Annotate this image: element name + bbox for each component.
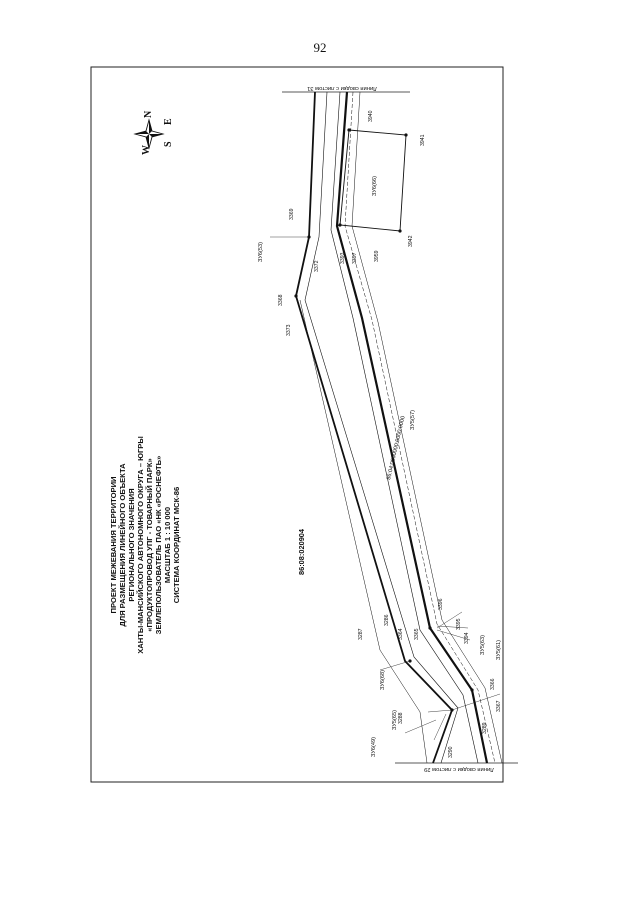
point-3289: 3289 bbox=[482, 722, 488, 734]
compass-east: E bbox=[163, 118, 174, 125]
boundary-thin-2 bbox=[330, 91, 479, 764]
zone-label-zu53: ЗУ6(53) bbox=[258, 242, 264, 262]
point-3393: 3393 bbox=[340, 252, 346, 264]
corridor-lines bbox=[295, 91, 503, 764]
point-3290: 3290 bbox=[448, 746, 454, 758]
point-3396: 3396 bbox=[438, 598, 444, 610]
match-line-top-label: Линия сводки с листом 31 bbox=[307, 85, 377, 91]
boundary-thin-5 bbox=[299, 299, 428, 764]
boundary-left-heavy bbox=[295, 91, 454, 764]
pipeline-main-line bbox=[335, 91, 489, 764]
page-number: 92 bbox=[313, 40, 327, 55]
compass-south: S bbox=[163, 141, 174, 147]
point-3367: 3367 bbox=[496, 700, 502, 712]
boundary-thin-3 bbox=[344, 91, 496, 764]
point-3288: 3288 bbox=[398, 712, 404, 724]
zone-label-zu66: ЗУ6(66) bbox=[372, 176, 378, 196]
leader-lines bbox=[270, 236, 501, 741]
compass-west: W bbox=[141, 145, 152, 155]
title-line-8: СИСТЕМА КООРДИНАТ МСК-86 bbox=[172, 487, 181, 604]
title-line-5: «ПРОДУКТОПРОВОД УПГ - ТОВАРНЫЙ ПАРК» bbox=[145, 458, 154, 631]
point-3372: 3372 bbox=[314, 260, 320, 272]
title-line-1: ПРОЕКТ МЕЖЕВАНИЯ ТЕРРИТОРИИ bbox=[109, 476, 118, 613]
point-3286: 3286 bbox=[384, 614, 390, 626]
point-3366: 3366 bbox=[490, 678, 496, 690]
zone-label-zu68: ЗУ6(68) bbox=[380, 670, 386, 690]
title-line-6: ЗЕМЛЕПОЛЬЗОВАТЕЛЬ ПАО «НК «РОСНЕФТЬ» bbox=[154, 456, 163, 635]
point-3942: 3942 bbox=[408, 235, 414, 247]
title-line-3: РЕГИОНАЛЬНОГО ЗНАЧЕНИЯ bbox=[127, 488, 136, 601]
point-3368: 3368 bbox=[278, 294, 284, 306]
zone-label-zu65: ЗУ5(65) bbox=[392, 710, 398, 730]
cadastral-quarter-label: 86:08:020904 bbox=[297, 528, 306, 575]
boundary-thin-4 bbox=[351, 91, 503, 764]
point-3287: 3287 bbox=[358, 628, 364, 640]
point-3941: 3941 bbox=[420, 134, 426, 146]
point-3395: 3395 bbox=[456, 618, 462, 630]
boundary-thin-1 bbox=[304, 91, 459, 764]
title-block: ПРОЕКТ МЕЖЕВАНИЯ ТЕРРИТОРИИ ДЛЯ РАЗМЕЩЕН… bbox=[109, 436, 181, 654]
map-frame bbox=[90, 66, 504, 783]
match-line-bottom-label: Линия сводки с листом 29 bbox=[424, 766, 494, 772]
zone-label-zu61: ЗУ5(61) bbox=[496, 640, 502, 660]
point-3373: 3373 bbox=[286, 324, 292, 336]
compass-rose: N E S W bbox=[133, 110, 174, 155]
point-3397: 3397 bbox=[352, 252, 358, 264]
point-3959: 3959 bbox=[374, 250, 380, 262]
title-line-2: ДЛЯ РАЗМЕЩЕНИЯ ЛИНЕЙНОГО ОБЪЕКТА bbox=[118, 463, 127, 627]
zone-label-zu57: ЗУ5(57) bbox=[410, 410, 416, 430]
zone-label-zu49: ЗУ6(49) bbox=[371, 737, 377, 757]
title-line-4: ХАНТЫ-МАНСИЙСКОГО АВТОНОМНОГО ОКРУГА – Ю… bbox=[136, 436, 145, 654]
compass-north: N bbox=[143, 110, 154, 118]
title-line-7: МАСШТАБ 1 : 10 000 bbox=[163, 507, 172, 583]
point-3365: 3365 bbox=[414, 628, 420, 640]
zone-label-zu63: ЗУ5(63) bbox=[480, 635, 486, 655]
point-3394: 3394 bbox=[464, 632, 470, 644]
point-3940: 3940 bbox=[368, 110, 374, 122]
point-3364: 3364 bbox=[398, 628, 404, 640]
point-3369: 3369 bbox=[289, 208, 295, 220]
